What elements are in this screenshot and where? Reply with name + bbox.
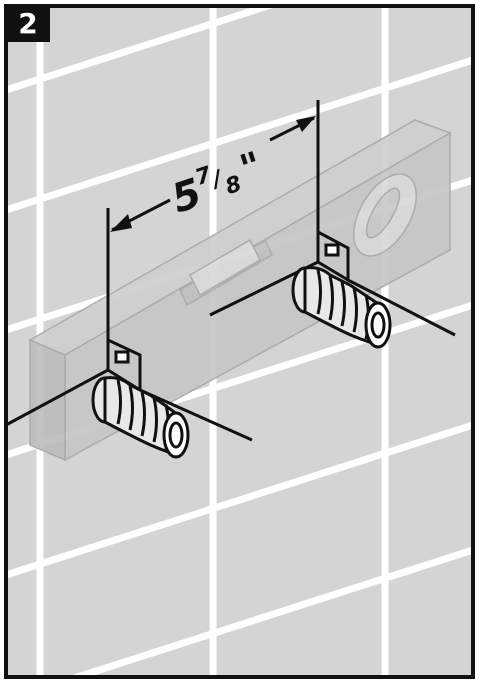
left-arrowhead: [110, 214, 132, 232]
left-spring: [91, 376, 190, 459]
panel-frame: [4, 4, 475, 679]
right-spring: [291, 266, 392, 349]
spirit-level: [28, 119, 452, 462]
measurement-denominator: 8: [223, 172, 245, 201]
dimension-marker: [106, 100, 320, 350]
right-arrowhead: [296, 116, 316, 132]
step-badge: [6, 6, 50, 42]
step-number: 2: [18, 7, 38, 40]
